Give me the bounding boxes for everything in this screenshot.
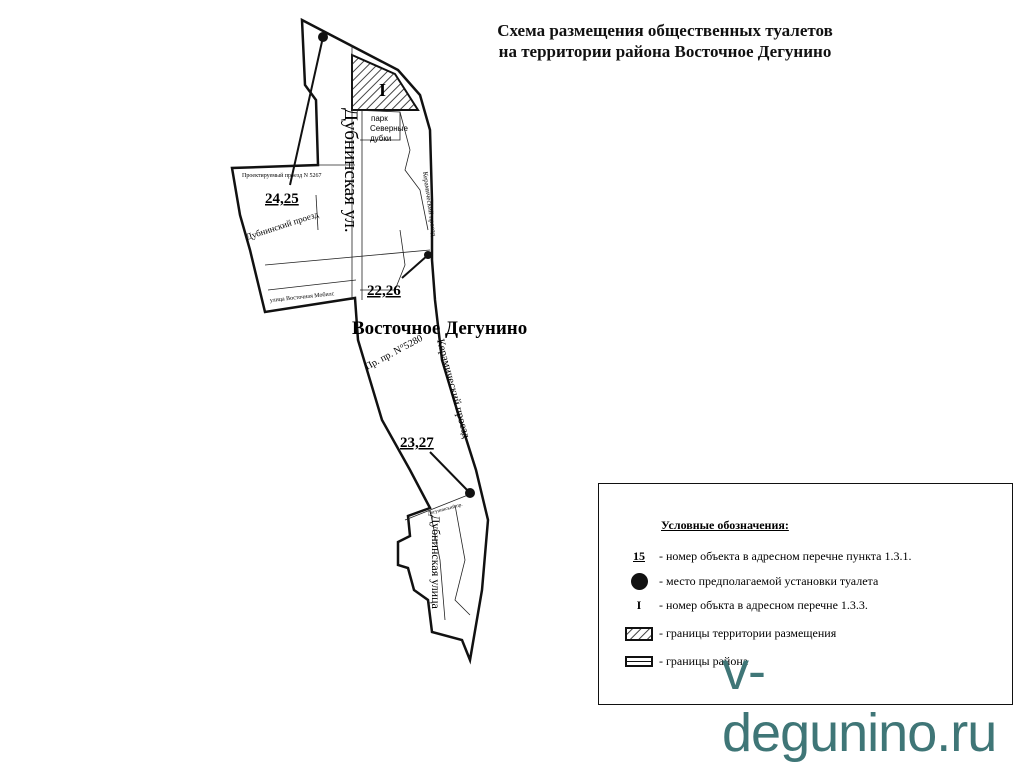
leader-line xyxy=(401,254,429,279)
leader-line xyxy=(429,451,471,494)
map-title-line-1: Схема размещения общественных туалетов xyxy=(497,21,833,40)
roman-object-label: I xyxy=(379,80,386,100)
legend-item-text: - границы района xyxy=(659,654,749,668)
district-map: 24,25 22,26 23,27 I парк Северные дубки … xyxy=(230,17,527,665)
legend: Условные обозначения: 15 - номер объекта… xyxy=(598,483,1013,705)
legend-item-text: - номер объекта в адресном перечне пункт… xyxy=(659,549,912,563)
object-number-symbol: 15 xyxy=(619,549,659,564)
park-label: Северные xyxy=(370,124,408,133)
legend-item: - место предполагаемой установки туалета xyxy=(619,573,878,590)
toilet-location-marker[interactable] xyxy=(424,251,432,259)
object-number-label: 23,27 xyxy=(400,435,434,451)
park-label: дубки xyxy=(370,134,391,143)
park-label: парк xyxy=(371,114,388,123)
legend-item-text: - место предполагаемой установки туалета xyxy=(659,574,879,588)
legend-symbol-text: 15 xyxy=(633,549,645,563)
street-label: Дубнинская улица xyxy=(429,515,443,610)
district-name: Восточное Дегунино xyxy=(352,318,527,339)
map-title: Схема размещения общественных туалетов н… xyxy=(440,20,890,62)
street-label: Проектируемый проезд N 5267 xyxy=(242,172,321,179)
toilet-location-marker[interactable] xyxy=(318,32,328,42)
legend-item: - границы района xyxy=(619,654,748,669)
roman-number-symbol: I xyxy=(636,598,642,612)
street-label: Керамический проезд xyxy=(421,171,438,237)
map-title-line-2: на территории района Восточное Дегунино xyxy=(498,42,832,61)
street-lines xyxy=(264,45,471,621)
street-label: Дубнинская ул. xyxy=(340,108,361,233)
legend-item: 15 - номер объекта в адресном перечне пу… xyxy=(619,549,911,564)
legend-title: Условные обозначения: xyxy=(661,518,789,532)
watermark: v-degunino.ru xyxy=(722,641,997,763)
double-line-icon xyxy=(619,655,659,668)
district-boundary xyxy=(230,17,490,665)
legend-item: - границы территории размещения xyxy=(619,626,836,641)
object-number-label: 22,26 xyxy=(367,283,401,299)
dot-icon xyxy=(619,573,659,590)
street-label: Керамический проезд xyxy=(434,338,472,440)
hatch-icon xyxy=(619,626,659,641)
legend-item: I - номер объкта в адресном перечне 1.3.… xyxy=(619,598,868,613)
street-label: Дегунинский пр. xyxy=(427,503,463,517)
leader-line xyxy=(289,36,324,186)
street-label: Дубнинский проезд xyxy=(245,209,321,242)
legend-item-text: - номер объкта в адресном перечне 1.3.3. xyxy=(659,598,868,612)
legend-item-text: - границы территории размещения xyxy=(659,626,837,640)
object-number-label: 24,25 xyxy=(265,191,299,207)
toilet-location-marker[interactable] xyxy=(465,488,475,498)
